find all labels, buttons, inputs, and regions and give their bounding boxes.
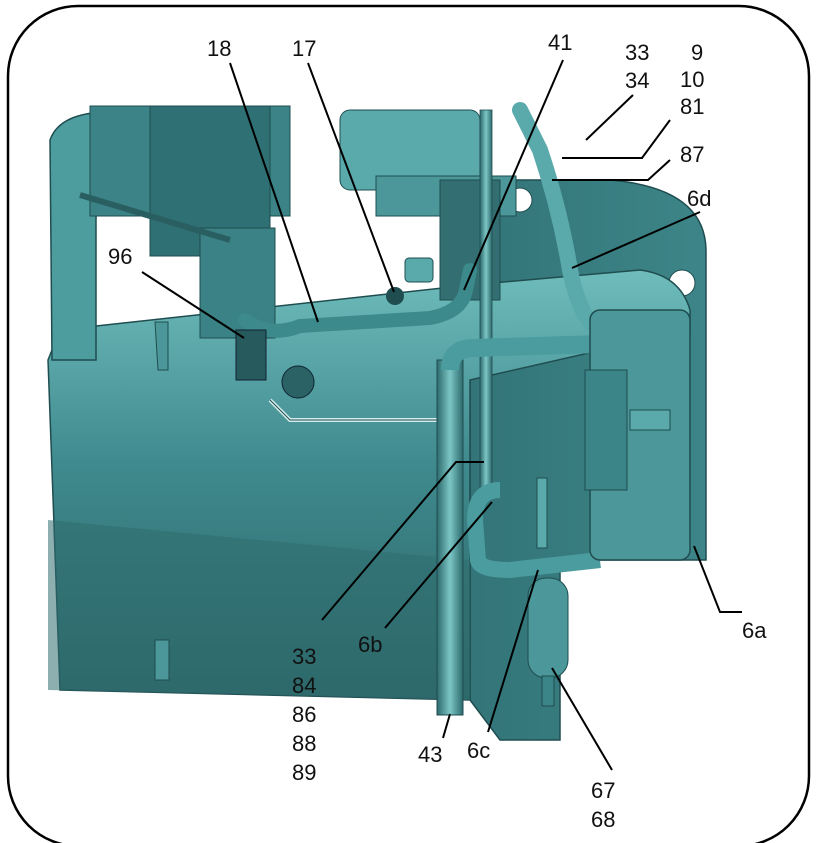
- frame-border: [6, 4, 811, 843]
- label-6d: 6d: [687, 186, 711, 211]
- label-67: 67: [591, 778, 615, 803]
- label-86: 86: [292, 702, 316, 727]
- leader-87: [552, 159, 671, 181]
- valve-body: [404, 257, 434, 283]
- label-81: 81: [680, 94, 704, 119]
- leader-6d: [571, 211, 701, 269]
- label-68: 68: [591, 807, 615, 832]
- leader-33-89: [321, 461, 484, 621]
- filter-outlet: [541, 675, 555, 707]
- side-valve: [629, 409, 671, 431]
- exchanger-face: [584, 369, 628, 491]
- label-9: 9: [691, 40, 703, 65]
- leader-67-68: [551, 667, 613, 771]
- label-87: 87: [680, 142, 704, 167]
- small-fitting: [154, 321, 169, 371]
- leader-96: [141, 271, 245, 339]
- valve-stem: [536, 477, 548, 549]
- liquid-line: [238, 263, 477, 338]
- valve-17: [386, 287, 404, 305]
- label-96: 96: [108, 244, 132, 269]
- filter-67: [527, 577, 569, 679]
- leader-33-34: [585, 94, 634, 141]
- leader-41: [463, 59, 564, 291]
- label-17: 17: [292, 36, 316, 61]
- pipe-loop: [441, 335, 601, 371]
- pipe-6d: [512, 102, 608, 338]
- support-rod: [79, 192, 231, 243]
- bottom-fitting: [154, 639, 170, 681]
- label-41: 41: [548, 30, 572, 55]
- leader-81: [562, 119, 671, 159]
- callout-labels: 18 17 41 33 34 9 10 81 87 6d 96 6a 6b 6c…: [108, 30, 767, 832]
- leader-lines: [141, 59, 742, 771]
- component-96: [235, 329, 267, 381]
- label-34: 34: [625, 68, 649, 93]
- leader-17: [307, 62, 395, 293]
- equipment-illustration: [47, 102, 707, 741]
- label-89: 89: [292, 760, 316, 785]
- label-43: 43: [418, 742, 442, 767]
- leader-6c: [487, 569, 539, 733]
- label-33-bottom: 33: [292, 644, 316, 669]
- label-84: 84: [292, 673, 316, 698]
- label-88: 88: [292, 731, 316, 756]
- label-18: 18: [207, 36, 231, 61]
- leader-43: [442, 713, 451, 739]
- label-6c: 6c: [467, 738, 490, 763]
- label-6b: 6b: [358, 632, 382, 657]
- label-6a: 6a: [742, 618, 767, 643]
- label-33-top: 33: [625, 40, 649, 65]
- pipe-41: [479, 109, 493, 491]
- solenoid-coil: [281, 365, 315, 399]
- leader-18: [229, 62, 319, 323]
- pipe-43: [436, 359, 464, 716]
- label-10: 10: [680, 67, 704, 92]
- leader-6b: [384, 501, 493, 629]
- support-bracket: [199, 227, 276, 339]
- pipe-6b: [466, 482, 601, 579]
- leader-6a: [693, 545, 742, 613]
- vessel-lower: [48, 520, 470, 700]
- small-tube: [269, 399, 450, 421]
